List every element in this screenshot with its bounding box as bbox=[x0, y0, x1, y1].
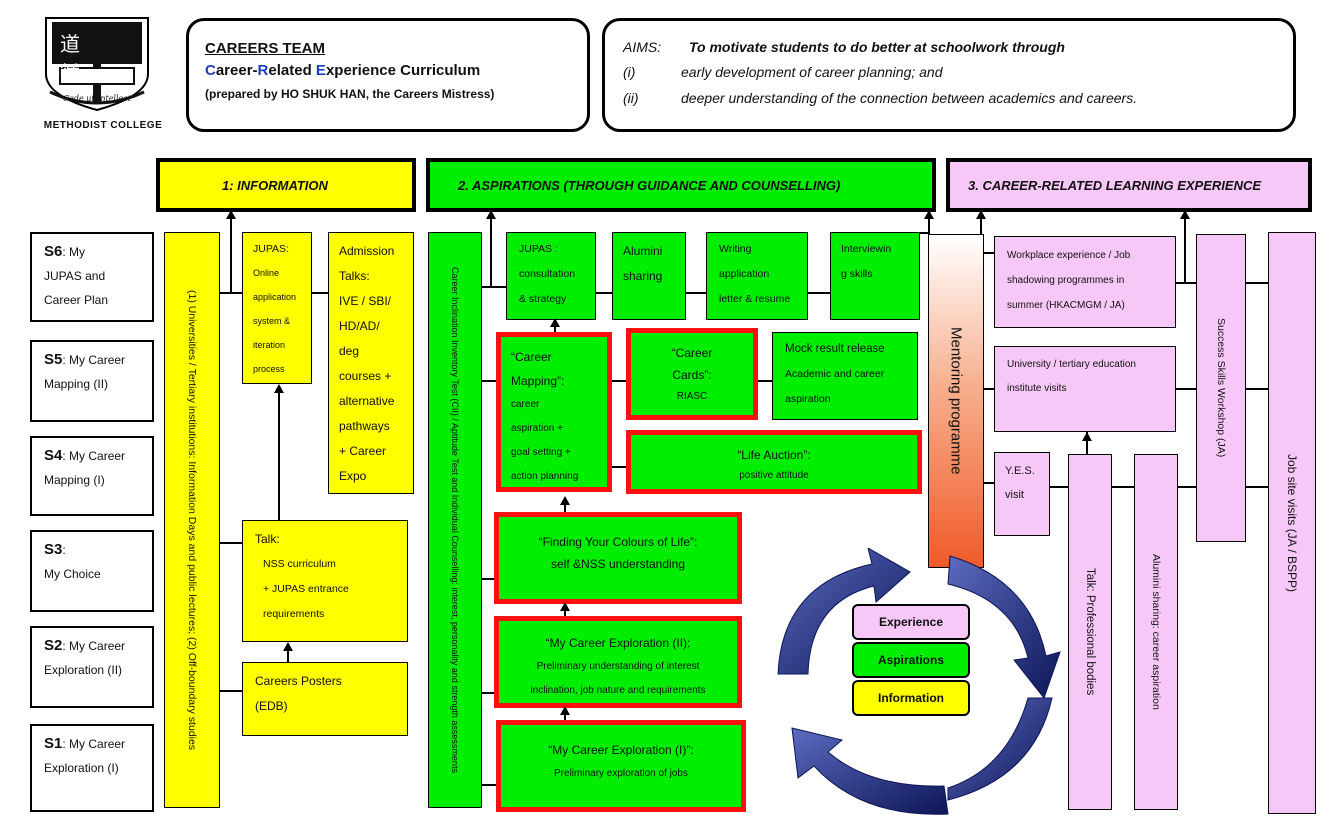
level-s4: S4: My Career Mapping (I) bbox=[30, 436, 154, 516]
yes-visit-box: Y.E.S.visit bbox=[994, 452, 1050, 536]
careers-posters-box: Careers Posters(EDB) bbox=[242, 662, 408, 736]
team-title: CAREERS TEAM bbox=[205, 40, 326, 57]
talk-professional-bodies: Talk: Professional bodies bbox=[1068, 454, 1112, 810]
mentoring-programme: Mentoring programme bbox=[928, 234, 984, 568]
header-aspirations: 2. ASPIRATIONS (THROUGH GUIDANCE AND COU… bbox=[426, 158, 936, 212]
level-s1: S1: My Career Exploration (I) bbox=[30, 724, 154, 812]
alumni-career-sharing: Alumini sharing: career aspiration bbox=[1134, 454, 1178, 810]
school-name: METHODIST COLLEGE bbox=[43, 120, 163, 131]
asp-vertical-bar: Career Inclination Inventory Test (CII) … bbox=[428, 232, 482, 808]
cycle-experience: Experience bbox=[852, 604, 970, 640]
aim-num: (ii) bbox=[623, 90, 639, 106]
success-skills-workshop: Success Skills Workshop (JA) bbox=[1196, 234, 1246, 542]
career-exploration-2-box: “My Career Exploration (II): Preliminary… bbox=[494, 616, 742, 708]
prepared-by: (prepared by HO SHUK HAN, the Careers Mi… bbox=[205, 87, 495, 101]
header-career-learning: 3. CAREER-RELATED LEARNING EXPERIENCE bbox=[946, 158, 1312, 212]
level-s3: S3: My Choice bbox=[30, 530, 154, 612]
aims-heading: AIMS: bbox=[623, 39, 662, 55]
crest-motto: Cede ut Intellect bbox=[63, 94, 131, 103]
career-cards-box: “Career Cards”: RIASC bbox=[626, 328, 758, 420]
career-mapping-box: “Career Mapping”: career aspiration + go… bbox=[496, 332, 612, 492]
career-exploration-1-box: “My Career Exploration (I)”: Preliminary… bbox=[496, 720, 746, 812]
cycle-arrows-icon bbox=[777, 548, 1061, 815]
aim-text: deeper understanding of the connection b… bbox=[681, 90, 1138, 106]
jupas-consultation-box: JUPAS :consultation& strategy bbox=[506, 232, 596, 320]
level-s5: S5: My Career Mapping (II) bbox=[30, 340, 154, 422]
curriculum-title: Career-Related Experience Curriculum bbox=[205, 62, 481, 79]
title-box: CAREERS TEAM Career-Related Experience C… bbox=[186, 18, 590, 132]
aim-text: early development of career planning; an… bbox=[681, 64, 943, 80]
crest-icon bbox=[45, 17, 149, 112]
level-s2: S2: My Career Exploration (II) bbox=[30, 626, 154, 708]
school-logo: 道 循 Cede ut Intellect bbox=[38, 14, 156, 114]
info-vertical-bar: (1) Universities / Tertiary institutions… bbox=[164, 232, 220, 808]
aims-statement: To motivate students to do better at sch… bbox=[689, 39, 1065, 55]
cycle-information: Information bbox=[852, 680, 970, 716]
aim-num: (i) bbox=[623, 64, 636, 80]
aims-box: AIMS: To motivate students to do better a… bbox=[602, 18, 1296, 132]
finding-colours-box: “Finding Your Colours of Life”: self &NS… bbox=[494, 512, 742, 604]
header-information: 1: INFORMATION bbox=[156, 158, 416, 212]
life-auction-box: “Life Auction”: positive attitude bbox=[626, 430, 922, 494]
cycle-aspirations: Aspirations bbox=[852, 642, 970, 678]
crest-chars: 道 循 bbox=[60, 32, 94, 85]
job-site-visits: Job site visits (JA / BSPP) bbox=[1268, 232, 1316, 814]
